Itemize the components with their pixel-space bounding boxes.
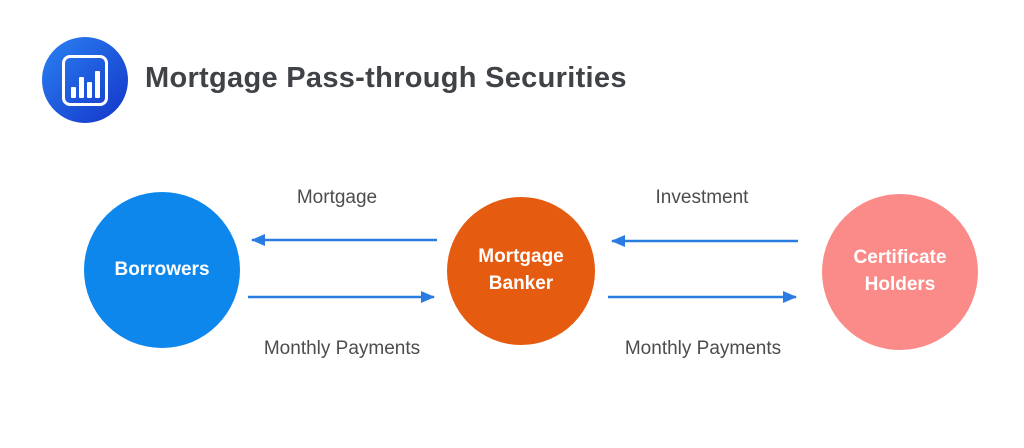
flow-label-monthly-payments-right: Monthly Payments [624,338,782,359]
node-mortgage-banker: Mortgage Banker [447,197,595,345]
node-certificate-holders: Certificate Holders [822,194,978,350]
node-borrowers-label: Borrowers [114,258,210,280]
flow-label-investment: Investment [655,187,749,208]
node-certificate-holders-label: Certificate Holders [853,247,947,295]
bar-chart-icon [42,37,128,123]
page-title: Mortgage Pass-through Securities [145,62,627,94]
node-mortgage-banker-label: Mortgage Banker [478,246,564,294]
flow-label-mortgage: Mortgage [296,187,378,208]
node-borrowers: Borrowers [84,192,240,348]
bar-chart-glyph [62,54,108,106]
flow-label-monthly-payments-left: Monthly Payments [263,338,421,359]
